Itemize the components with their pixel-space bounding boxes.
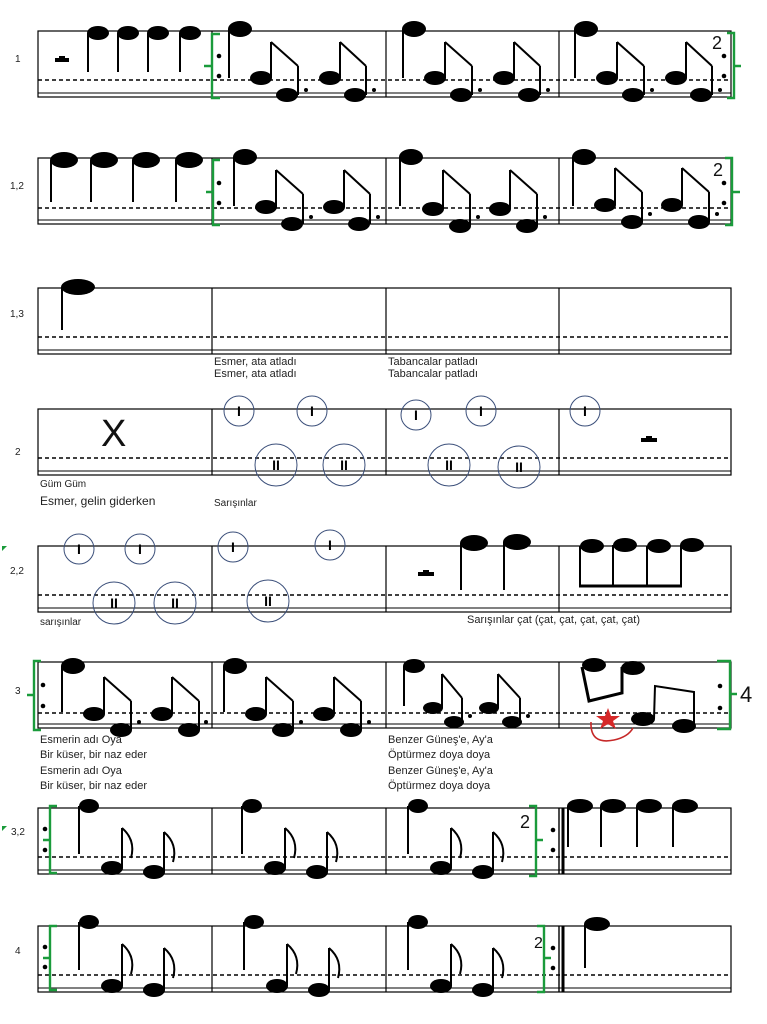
row-4-staff — [37, 925, 732, 993]
stroke-two: II — [340, 457, 348, 473]
repeat-count: 2 — [712, 33, 723, 53]
row-1-3-notes — [61, 279, 95, 330]
row-2-2-strokes: I I II II I I II — [63, 529, 346, 625]
lyric-line: Bir küser, bir naz eder — [40, 749, 147, 761]
row-2-staff — [37, 408, 732, 476]
stroke-two: II — [110, 595, 118, 611]
row-1-2-staff — [37, 157, 732, 225]
row-label-3: 3 — [15, 686, 21, 697]
row-1-2-notes — [50, 149, 719, 233]
row-3-2-staff — [37, 807, 732, 875]
lyric-line: sarışınlar — [40, 617, 82, 628]
repeat-count-four: 4 — [740, 682, 753, 707]
stroke-two: II — [445, 457, 453, 473]
stroke-one: I — [310, 403, 314, 419]
rest — [55, 58, 69, 62]
stroke-one: I — [231, 539, 235, 555]
row-label-2: 2 — [15, 447, 21, 458]
lyric-line: Sarışınlar — [214, 498, 257, 509]
row-label-3-2: 3,2 — [11, 827, 25, 838]
row-3-notes — [61, 658, 696, 737]
row-label-1-2: 1,2 — [10, 181, 24, 192]
repeat-count: 2 — [534, 935, 543, 952]
star-icon — [596, 708, 620, 729]
row-2-2-staff — [37, 545, 732, 613]
stroke-one: I — [77, 541, 81, 557]
lyric-line: Esmerin adı Oya — [40, 765, 122, 777]
corner-mark-2-2 — [2, 546, 7, 551]
row-label-1-3: 1,3 — [10, 309, 24, 320]
stroke-one: I — [583, 403, 587, 419]
x-mark-icon: X — [101, 413, 127, 455]
row-1-staff — [37, 30, 732, 98]
row-4-notes — [78, 915, 610, 997]
stroke-two: II — [171, 595, 179, 611]
lyric-line: Güm Güm — [40, 479, 87, 490]
row-4-repeat — [42, 924, 556, 994]
stroke-two: II — [272, 457, 280, 473]
row-3-repeat — [27, 659, 737, 732]
stroke-one: I — [328, 537, 332, 553]
row-3-star — [590, 708, 634, 742]
row-3-2-repeat — [42, 804, 556, 878]
corner-mark-3-2 — [2, 826, 7, 831]
lyric-line: Benzer Güneş'e, Ay'a — [388, 734, 493, 746]
lyric-line: Tabancalar patladı — [388, 368, 478, 380]
lyric-line: Benzer Güneş'e, Ay'a — [388, 765, 493, 777]
stroke-two: II — [264, 593, 272, 609]
row-1-3-staff — [37, 287, 732, 355]
stroke-two: II — [515, 459, 523, 475]
lyric-line: Esmer, gelin giderken — [40, 494, 156, 508]
stroke-one: I — [138, 541, 142, 557]
row-1-notes — [55, 21, 722, 102]
row-1-repeat — [204, 31, 741, 100]
stroke-one: I — [237, 403, 241, 419]
lyric-line: Esmer, ata atladı — [214, 356, 297, 368]
lyric-line: Öptürmez doya doya — [388, 780, 491, 792]
stroke-one: I — [414, 407, 418, 423]
row-2-strokes: I I II II I I II II I — [223, 395, 601, 489]
repeat-count: 2 — [520, 812, 531, 832]
lyric-line: Öptürmez doya doya — [388, 749, 491, 761]
repeat-count: 2 — [713, 160, 724, 180]
lyric-line: Esmer, ata atladı — [214, 368, 297, 380]
row-label-1: 1 — [15, 54, 21, 65]
row-2-2-notes — [418, 534, 704, 590]
row-label-4: 4 — [15, 946, 21, 957]
stroke-one: I — [479, 403, 483, 419]
row-2-rest — [641, 436, 657, 442]
lyric-line: Sarışınlar çat (çat, çat, çat, çat, çat) — [467, 614, 641, 626]
lyric-line: Bir küser, bir naz eder — [40, 780, 147, 792]
lyric-line: Tabancalar patladı — [388, 356, 478, 368]
row-label-2-2: 2,2 — [10, 566, 24, 577]
row-1-2-repeat — [206, 156, 740, 227]
row-3-2-notes — [78, 799, 698, 879]
lyric-line: Esmerin adı Oya — [40, 734, 122, 746]
